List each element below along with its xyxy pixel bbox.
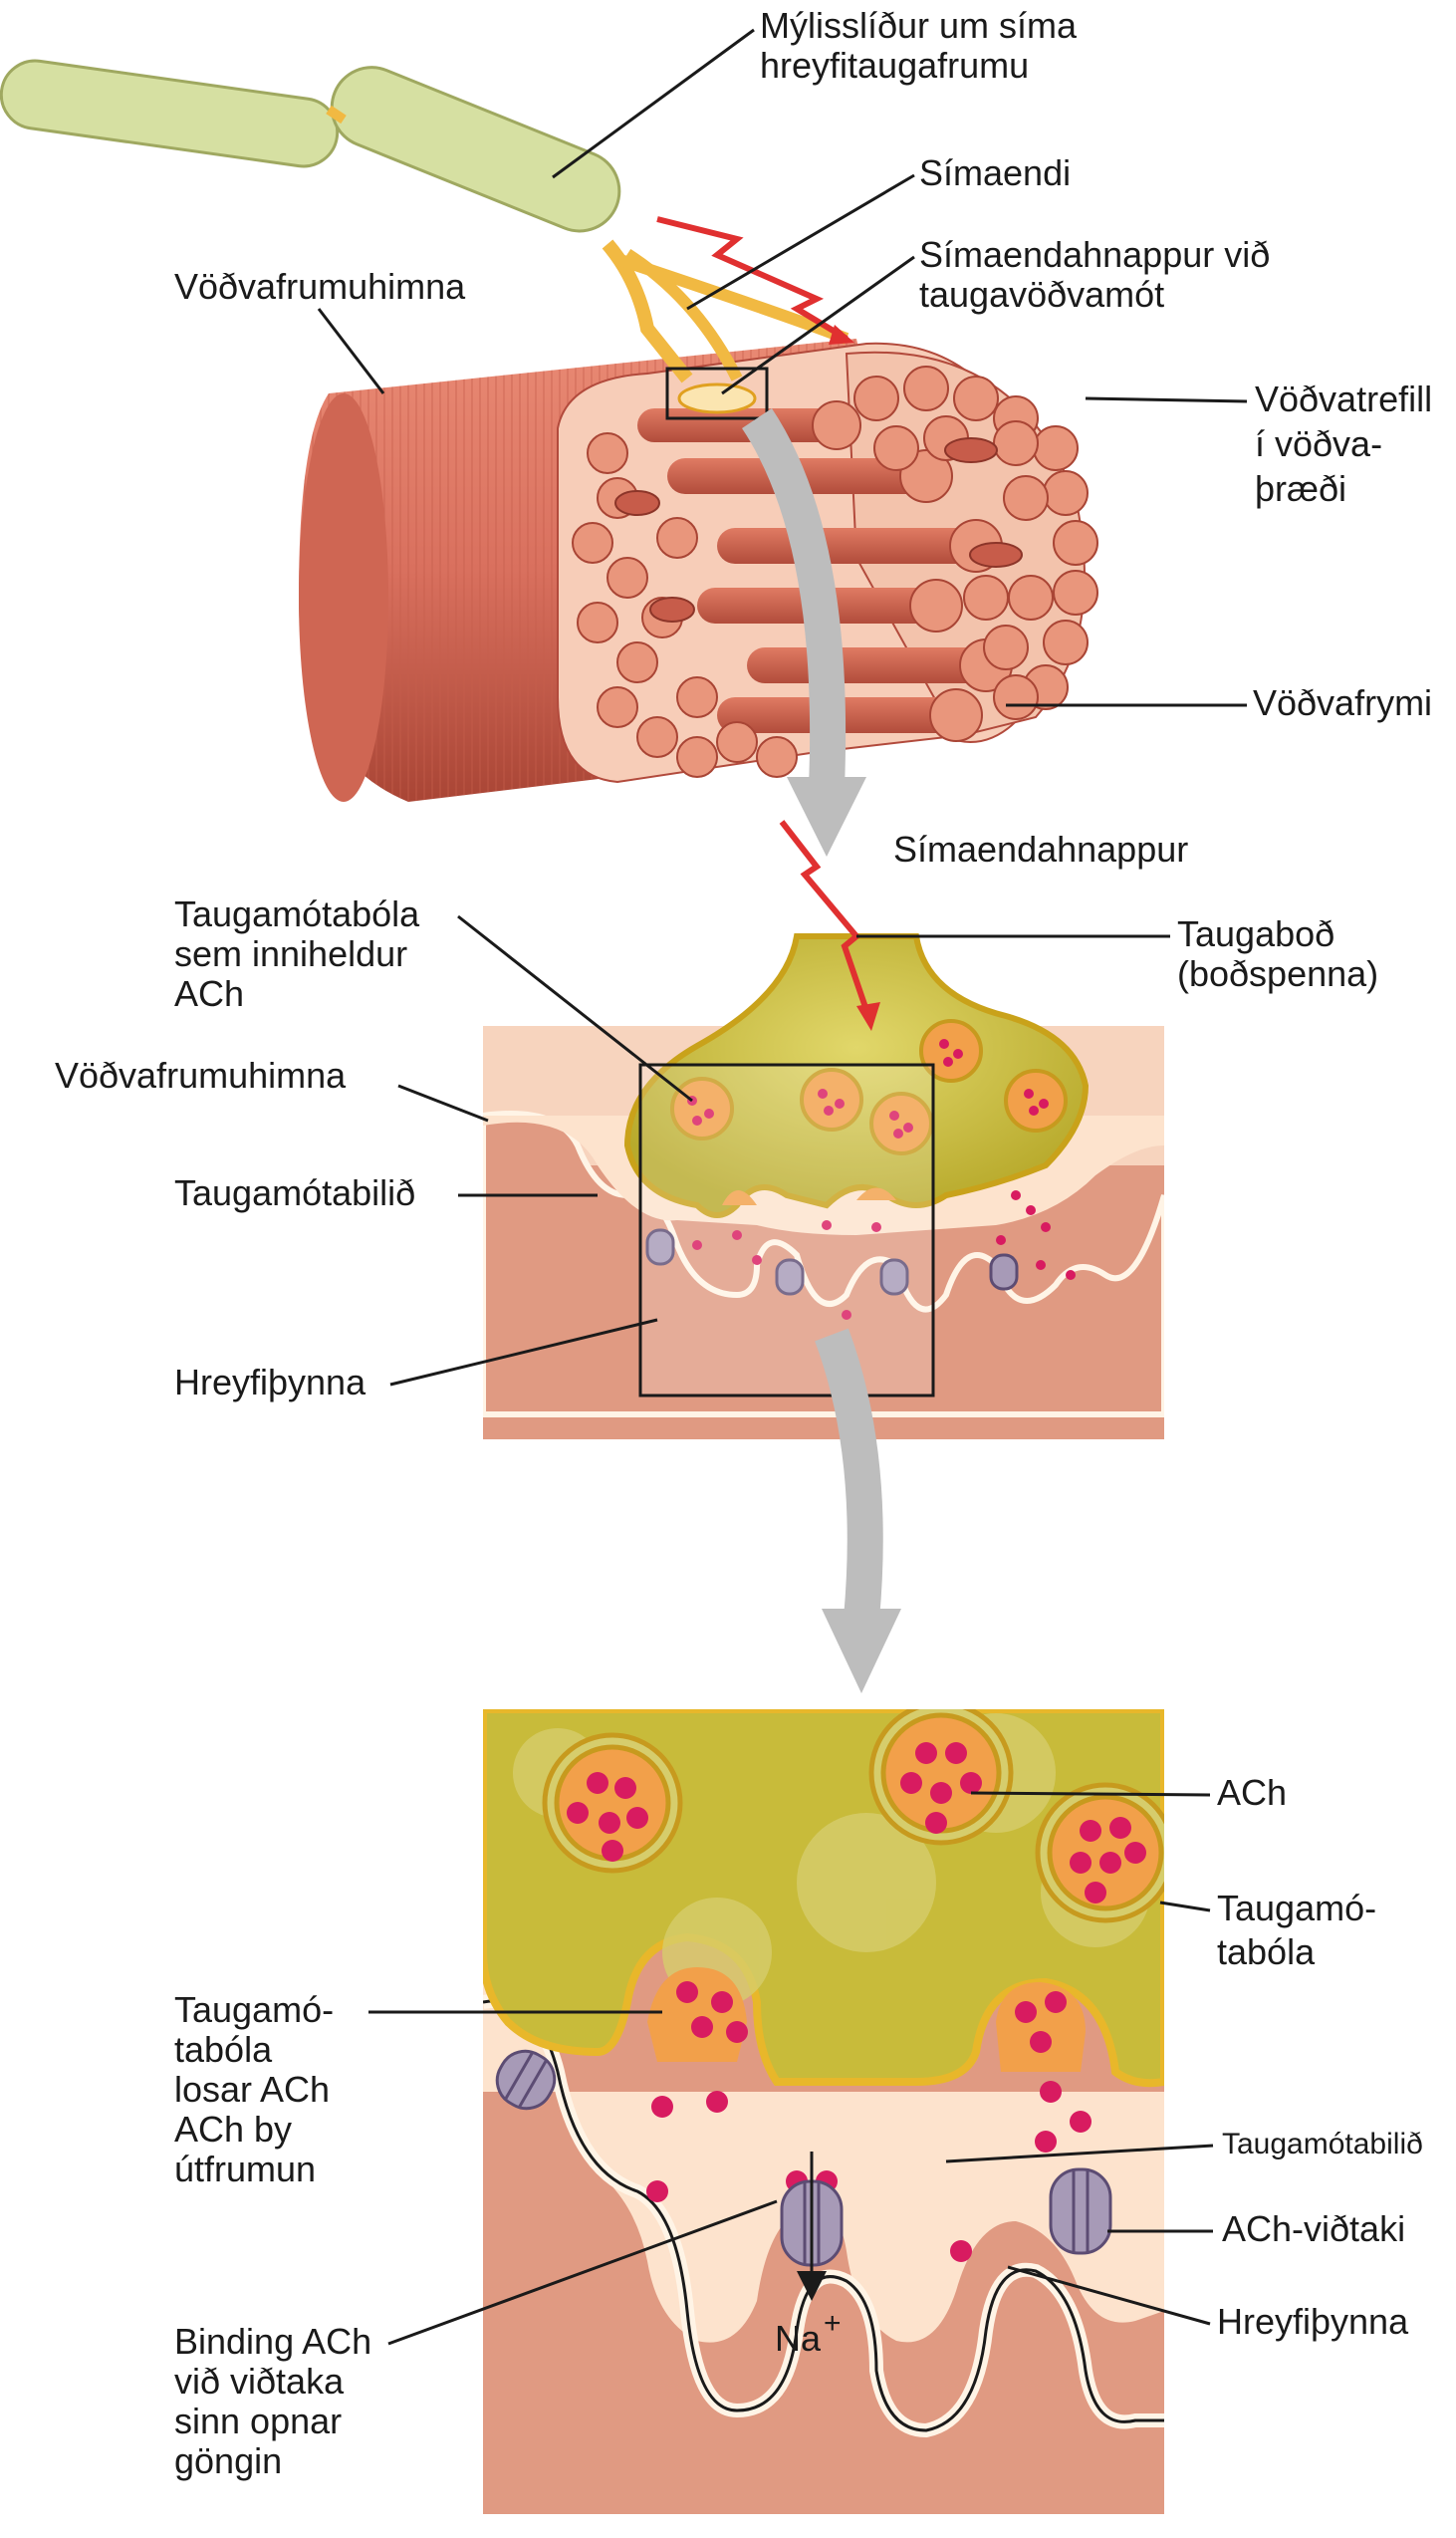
myofibril-label-3: þræði bbox=[1255, 468, 1346, 509]
terminal-bouton-small bbox=[677, 382, 757, 414]
release-label: Taugamó- bbox=[174, 1989, 334, 2030]
release-label-2: tabóla bbox=[174, 2029, 273, 2070]
cleft-bottom-label: Taugamótabilið bbox=[1222, 2128, 1423, 2160]
ach-label: ACh bbox=[1217, 1772, 1287, 1813]
nerve-impulse-label-2: (boðspenna) bbox=[1177, 953, 1378, 994]
synaptic-vesicles-mid bbox=[670, 1019, 1068, 1205]
top-labels: Mýlisslíður um síma hreyfitaugafrumu Sím… bbox=[174, 5, 1432, 870]
nerve-impulse-label: Taugaboð bbox=[1177, 913, 1335, 954]
sarcoplasm-label: Vöðvafrymi bbox=[1253, 682, 1432, 723]
motor-end-plate-mid-label: Hreyfiþynna bbox=[174, 1362, 366, 1402]
vesicle-ach-label-2: sem inniheldur bbox=[174, 933, 407, 974]
zoom-arrow-2 bbox=[815, 1328, 901, 1693]
vesicle-ach-label: Taugamótabóla bbox=[174, 893, 420, 934]
nerve-impulse-arrow-mid bbox=[779, 820, 871, 1017]
sodium-label: Na bbox=[775, 2318, 822, 2359]
nmj-label-2: taugavöðvamót bbox=[919, 274, 1164, 315]
bottom-labels: ACh Taugamó- tabóla Taugamó- tabóla losa… bbox=[174, 1772, 1423, 2481]
sarcolemma-top-label: Vöðvafrumuhimna bbox=[174, 266, 466, 307]
ach-receptors-bottom bbox=[495, 2049, 1112, 2267]
myofibril-label-2: í vöðva- bbox=[1255, 423, 1382, 464]
binding-label-3: sinn opnar bbox=[174, 2401, 342, 2441]
ach-molecules-mid bbox=[687, 1039, 1076, 1320]
zoom-box-top bbox=[665, 367, 769, 420]
zoomed-synapse-illustration bbox=[483, 1709, 1164, 2514]
ach-molecules-bottom bbox=[567, 1742, 1146, 2262]
sarcolemma-mid-label: Vöðvafrumuhimna bbox=[55, 1055, 347, 1096]
synapse-illustration bbox=[483, 933, 1164, 1439]
axon-terminal-label: Símaendi bbox=[919, 152, 1071, 193]
vesicle-ach-label-3: ACh bbox=[174, 973, 244, 1014]
terminal-bouton-label: Símaendahnappur bbox=[893, 829, 1188, 870]
myelin-label: Mýlisslíður um síma bbox=[760, 5, 1078, 46]
myelin-label-2: hreyfitaugafrumu bbox=[760, 45, 1029, 86]
synaptic-vesicles-bottom bbox=[542, 1709, 1164, 1923]
release-label-4: ACh by bbox=[174, 2109, 292, 2150]
cleft-mid-label: Taugamótabilið bbox=[174, 1172, 415, 1213]
nerve-impulse-arrow-top bbox=[656, 216, 849, 342]
mitochondria bbox=[614, 437, 1023, 623]
motor-end-plate-bottom-label: Hreyfiþynna bbox=[1217, 2301, 1409, 2342]
nmj-label: Símaendahnappur við bbox=[919, 234, 1270, 275]
axon-bouton bbox=[623, 933, 1090, 1218]
vesicle-label: Taugamó- bbox=[1217, 1888, 1376, 1928]
myofibril-cross-sections bbox=[572, 366, 1098, 778]
vesicle-label-2: tabóla bbox=[1217, 1931, 1316, 1972]
sodium-ion-label: Na + bbox=[775, 2307, 842, 2359]
zoom-box-mid bbox=[638, 1063, 935, 1397]
motor-neuron-axon bbox=[0, 59, 849, 420]
ach-receptors-mid bbox=[645, 1228, 1019, 1296]
release-label-5: útfrumun bbox=[174, 2149, 316, 2189]
binding-label-4: göngin bbox=[174, 2440, 282, 2481]
receptor-label: ACh-viðtaki bbox=[1222, 2208, 1405, 2249]
sodium-charge: + bbox=[824, 2307, 842, 2340]
binding-label-2: við viðtaka bbox=[174, 2361, 345, 2402]
myofibril-label: Vöðvatrefill bbox=[1255, 379, 1432, 419]
release-label-3: losar ACh bbox=[174, 2069, 330, 2110]
zoom-arrow-1 bbox=[741, 408, 866, 857]
middle-labels: Taugamótabóla sem inniheldur ACh Taugabo… bbox=[55, 893, 1378, 1402]
binding-label: Binding ACh bbox=[174, 2321, 371, 2362]
